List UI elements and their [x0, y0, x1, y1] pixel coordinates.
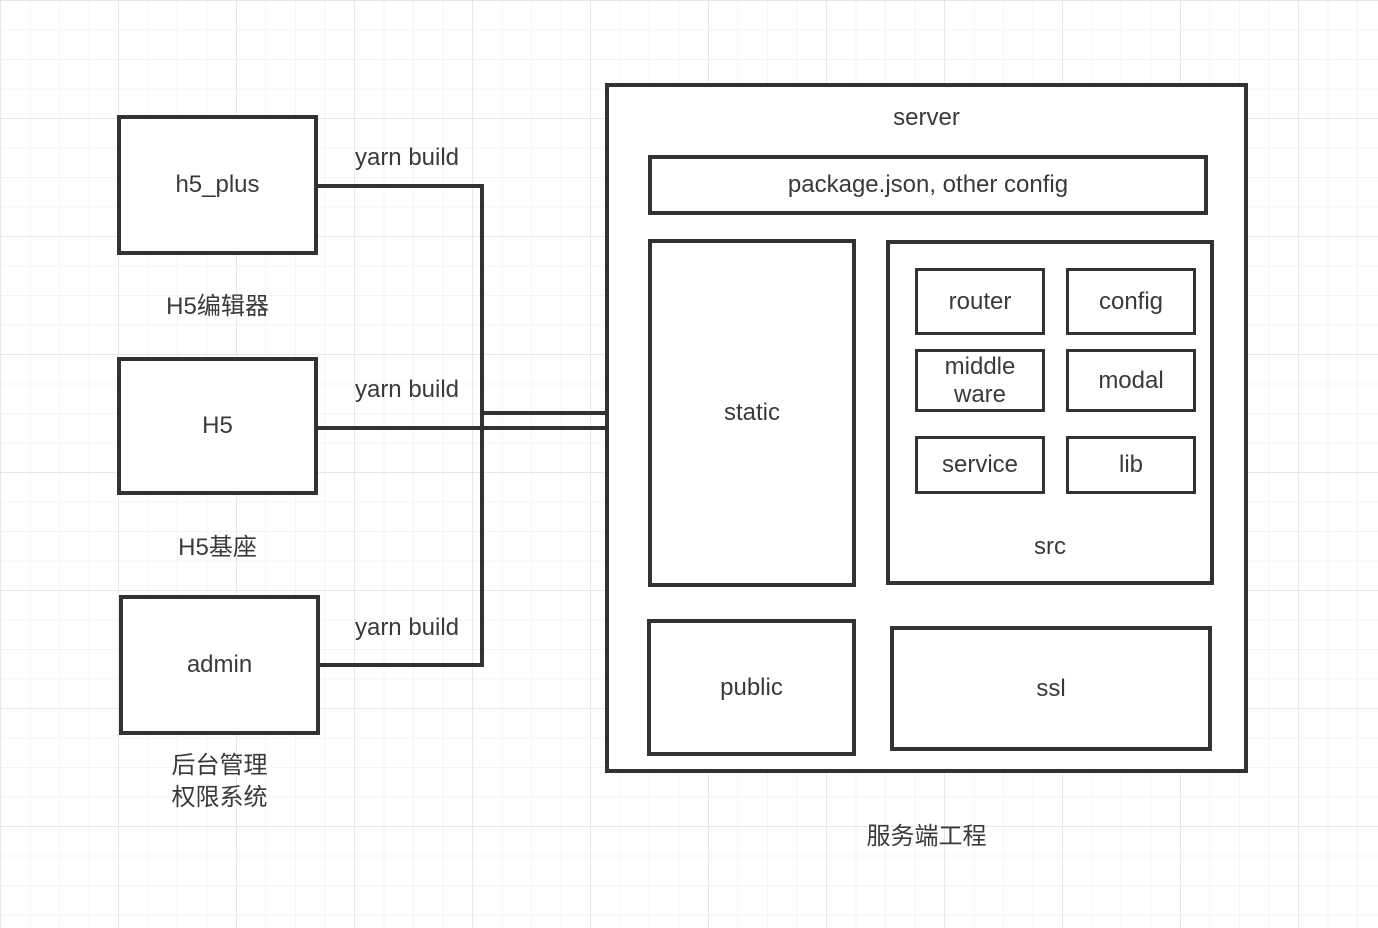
server-caption: 服务端工程 [866, 823, 987, 850]
edge-label-h5: yarn build [354, 376, 460, 403]
node-router: router [915, 268, 1045, 335]
node-lib-label: lib [1118, 451, 1143, 479]
caption-admin-line2: 权限系统 [171, 784, 268, 811]
node-h5-plus-label: h5_plus [175, 171, 260, 199]
node-public-label: public [720, 673, 783, 701]
connector-h5plus-admin-trunk [318, 184, 484, 667]
server-title: server [893, 104, 960, 131]
node-config: config [1066, 268, 1196, 335]
node-h5-plus: h5_plus [117, 115, 318, 255]
node-src: router config middle ware modal service … [886, 240, 1214, 585]
node-h5-label: H5 [202, 412, 233, 440]
node-middleware-label: middle ware [944, 352, 1016, 408]
node-package-json-config: package.json, other config [648, 155, 1208, 215]
edge-label-admin: yarn build [354, 614, 460, 641]
node-ssl: ssl [890, 626, 1212, 751]
node-config-label: config [1098, 287, 1164, 315]
caption-admin: 后台管理 权限系统 [119, 750, 320, 814]
node-modal-label: modal [1098, 366, 1164, 394]
node-service-label: service [941, 451, 1019, 479]
node-middleware: middle ware [915, 349, 1045, 412]
caption-h5-plus: H5编辑器 [166, 293, 269, 320]
node-static: static [648, 239, 856, 587]
node-public: public [647, 619, 856, 756]
node-service: service [915, 436, 1045, 494]
edge-label-h5-plus: yarn build [354, 144, 460, 171]
caption-admin-line1: 后台管理 [171, 752, 268, 779]
node-lib: lib [1066, 436, 1196, 494]
node-h5: H5 [117, 357, 318, 495]
node-admin-label: admin [186, 651, 253, 679]
src-label: src [1034, 533, 1066, 561]
node-admin: admin [119, 595, 320, 735]
node-ssl-label: ssl [1036, 674, 1066, 702]
node-package-json-config-label: package.json, other config [787, 171, 1069, 199]
node-router-label: router [948, 287, 1012, 315]
node-static-label: static [723, 399, 780, 427]
caption-h5: H5基座 [178, 534, 257, 561]
node-modal: modal [1066, 349, 1196, 412]
